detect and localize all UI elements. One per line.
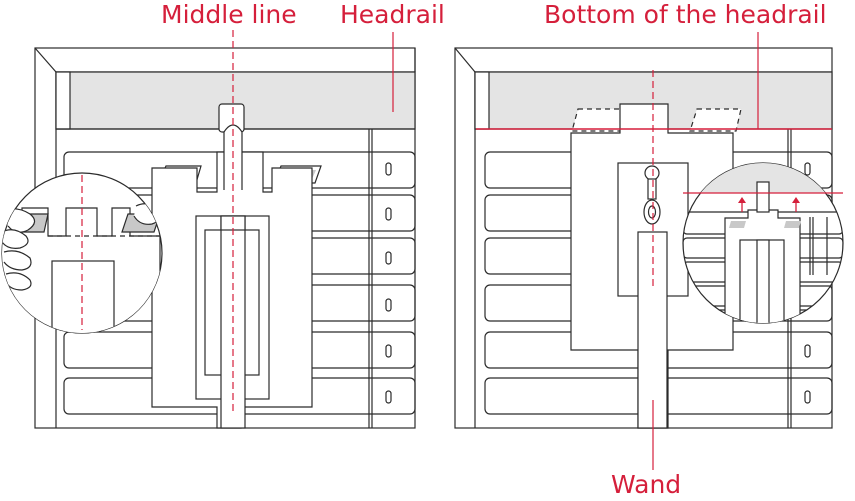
headrail-label: Headrail xyxy=(340,0,445,30)
middle-line-label: Middle line xyxy=(161,0,297,30)
bottom-of-headrail-label: Bottom of the headrail xyxy=(544,0,827,30)
wand-label: Wand xyxy=(611,470,681,500)
